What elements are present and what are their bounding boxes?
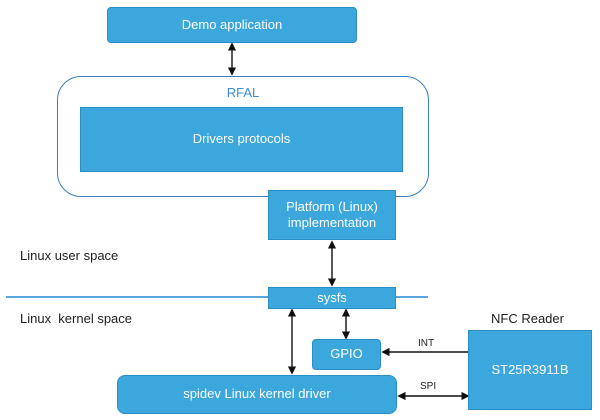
st25r3911b-chip-box: ST25R3911B [468,330,592,410]
linux-user-space-label: Linux user space [20,248,119,263]
rfal-title: RFAL [226,85,260,100]
drivers-protocols-label: Drivers protocols [192,131,291,147]
int-label: INT [418,338,435,349]
drivers-protocols-box: Drivers protocols [80,107,403,172]
demo-application-label: Demo application [181,16,283,32]
chip-label: ST25R3911B [491,361,569,377]
sysfs-label: sysfs [317,289,347,305]
platform-line1: Platform (Linux) [286,198,378,214]
demo-application-box: Demo application [107,7,357,43]
spidev-label: spidev Linux kernel driver [183,386,331,402]
platform-implementation-box: Platform (Linux) implementation [268,190,396,240]
spi-label: SPI [420,381,437,392]
linux-kernel-space-label: Linux kernel space [20,311,133,326]
spidev-driver-box: spidev Linux kernel driver [117,375,397,414]
sysfs-box: sysfs [268,287,396,309]
gpio-box: GPIO [312,339,381,370]
nfc-reader-label: NFC Reader [491,311,564,326]
platform-line2: implementation [287,215,377,230]
gpio-label: GPIO [330,346,363,362]
